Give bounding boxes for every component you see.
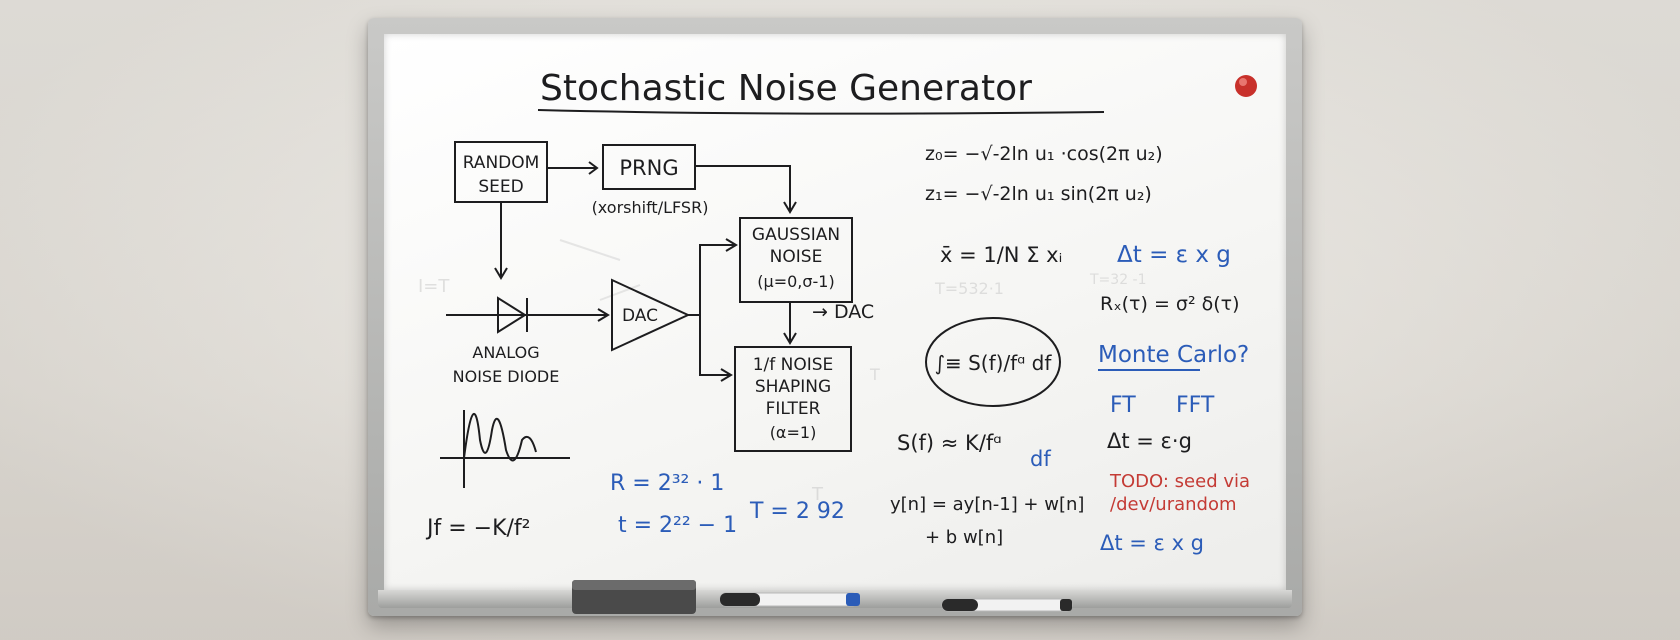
dac-triangle bbox=[611, 278, 691, 352]
ft-label: FT bbox=[1110, 393, 1136, 418]
tray-items bbox=[572, 580, 1073, 614]
noise-waveform bbox=[463, 412, 537, 462]
todo-line-1: TODO: seed via bbox=[1109, 471, 1250, 492]
whiteboard-surface bbox=[384, 34, 1286, 590]
analog-label-1: ANALOG bbox=[472, 343, 539, 362]
svg-text:T: T bbox=[869, 365, 880, 384]
box-muller-z0: z₀= −√-2ln u₁ ·cos(2π u₂) bbox=[925, 143, 1163, 165]
svg-text:T=32 -1: T=32 -1 bbox=[1089, 272, 1147, 288]
r-equation: R = 2³² · 1 bbox=[610, 471, 724, 496]
prng-note: (xorshift/LFSR) bbox=[592, 198, 709, 217]
block-labels: RANDOM SEED PRNG (xorshift/LFSR) GAUSSIA… bbox=[453, 153, 875, 442]
delta-t-top: Δt = ε x g bbox=[1117, 242, 1231, 268]
spectrum-df: df bbox=[1030, 447, 1051, 471]
sample-mean: x̄ = 1/N Σ xᵢ bbox=[940, 243, 1062, 267]
analog-label-2: NOISE DIODE bbox=[453, 367, 560, 386]
integral-circle bbox=[925, 317, 1061, 407]
svg-text:T=532·1: T=532·1 bbox=[934, 279, 1004, 298]
filter-label-2: SHAPING bbox=[755, 377, 831, 397]
t-big-equation: T = 2 92 bbox=[749, 499, 845, 524]
noise-filter-box bbox=[734, 346, 852, 452]
filter-label-4: (α=1) bbox=[770, 423, 817, 442]
magnet-highlight bbox=[1239, 78, 1247, 86]
filter-label-1: 1/f NOISE bbox=[753, 355, 834, 375]
todo-line-2: /dev/urandom bbox=[1110, 494, 1237, 515]
dac-output-label: → DAC bbox=[812, 301, 874, 323]
gaussian-noise-box bbox=[739, 217, 853, 303]
spectrum-equation: S(f) ≈ K/fᵅ bbox=[897, 431, 1002, 455]
prng-label: PRNG bbox=[619, 156, 678, 180]
svg-text:I=T: I=T bbox=[418, 276, 450, 297]
filter-label-3: FILTER bbox=[766, 399, 821, 419]
random-seed-label-1: RANDOM bbox=[463, 153, 540, 173]
gaussian-label-2: NOISE bbox=[770, 247, 823, 267]
gaussian-label-3: (μ=0,σ-1) bbox=[757, 272, 834, 291]
delta-t-mid: Δt = ε·g bbox=[1107, 429, 1192, 453]
fft-label: FFT bbox=[1176, 393, 1215, 418]
recurrence-line-1: y[n] = ay[n-1] + w[n] bbox=[890, 494, 1084, 515]
t-equation: t = 2²² − 1 bbox=[618, 513, 737, 538]
monte-carlo: Monte Carlo? bbox=[1098, 342, 1249, 368]
svg-text:T: T bbox=[811, 484, 824, 505]
jf-equation: Jf = −K/f² bbox=[425, 516, 531, 541]
recurrence-line-2: + b w[n] bbox=[925, 527, 1003, 548]
autocorrelation: Rₓ(τ) = σ² δ(τ) bbox=[1100, 293, 1240, 315]
block-diagram bbox=[440, 141, 853, 488]
gaussian-label-1: GAUSSIAN bbox=[752, 225, 840, 245]
whiteboard bbox=[368, 18, 1302, 616]
box-muller-z1: z₁= −√-2ln u₁ sin(2π u₂) bbox=[925, 183, 1152, 205]
magnet bbox=[1235, 75, 1257, 97]
dac-label: DAC bbox=[622, 306, 658, 326]
delta-t-bottom: Δt = ε x g bbox=[1100, 531, 1204, 555]
title-underline bbox=[537, 109, 1105, 115]
ghost-marks: I=T T=532·1 T=32 -1 T T bbox=[418, 239, 1147, 505]
random-seed-label-2: SEED bbox=[478, 177, 523, 197]
board-title: Stochastic Noise Generator bbox=[540, 68, 1032, 109]
integral-expression: ∫≡ S(f)/fᵅ df bbox=[935, 351, 1053, 375]
equations: z₀= −√-2ln u₁ ·cos(2π u₂) z₁= −√-2ln u₁ … bbox=[425, 143, 1250, 555]
